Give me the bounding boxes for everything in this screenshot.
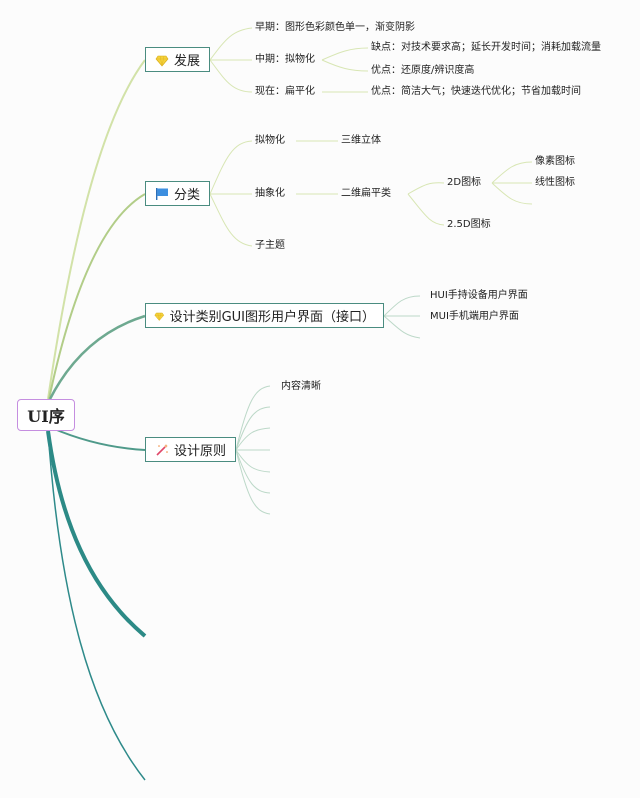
connector-yuanze-5 [235,449,271,473]
topic-xianxing[interactable]: 线性图标 [535,177,575,188]
topic-niwuhua[interactable]: 拟物化 [255,135,285,146]
branch-fazhan-label: 发展 [173,54,200,69]
connector-root-thick [46,430,147,638]
flag-icon [155,187,168,200]
diamond-icon [154,312,165,321]
connector-erwei-2d [407,182,445,195]
connector-yuanze-6 [235,449,271,494]
topic-25d[interactable]: 2.5D图标 [447,219,491,230]
connector-root-yuanze [51,427,146,451]
connector-yuanze-2 [235,406,271,451]
root-label: UI序 [27,407,65,426]
connector-fenlei-niwuhua [209,140,253,195]
connector-yuanze-1 [235,385,271,451]
connector-2d-xiangsu [491,161,533,184]
connector-yuanze-3 [235,427,271,451]
topic-neirong[interactable]: 内容清晰 [281,381,321,392]
connector-fazhan-zaoqi [209,27,253,61]
connector-gui-empty [383,315,421,339]
branch-yuanze[interactable]: 设计原则 [145,437,236,462]
diamond-icon [155,55,169,66]
connector-erwei-25d [407,193,445,226]
topic-erwei[interactable]: 二维扁平类 [341,188,391,199]
connector-root-fenlei [48,193,146,400]
topic-zhongqi[interactable]: 中期：拟物化 [255,54,315,65]
topic-zaoqi[interactable]: 早期：图形色彩颜色单一，渐变阴影 [255,22,415,33]
root-node[interactable]: UI序 [17,399,75,431]
topic-mui[interactable]: MUI手机端用户界面 [430,311,519,322]
topic-zhongqi-quedian[interactable]: 缺点：对技术要求高；延长开发时间；消耗加载流量 [371,42,601,53]
topic-chouxiang[interactable]: 抽象化 [255,188,285,199]
branch-fenlei[interactable]: 分类 [145,181,210,206]
connector-gui-hui [383,295,421,317]
topic-xianzai-youdian[interactable]: 优点：简洁大气；快速迭代优化；节省加载时间 [371,86,581,97]
topic-zizhuti[interactable]: 子主题 [255,240,285,251]
branch-yuanze-label: 设计原则 [173,444,226,459]
connector-zhongqi-youdian [321,59,369,72]
connector-root-long [47,430,146,781]
connector-2d-empty [491,182,533,205]
connector-root-fazhan [47,59,146,400]
branch-gui[interactable]: 设计类别GUI图形用户界面（接口） [145,303,384,328]
topic-xiangsu[interactable]: 像素图标 [535,156,575,167]
branch-gui-label: 设计类别GUI图形用户界面（接口） [169,310,375,325]
topic-sanwei[interactable]: 三维立体 [341,135,381,146]
connector-zhongqi-quedian [321,47,369,61]
connector-fenlei-zizhuti [209,193,253,247]
topic-zhongqi-youdian[interactable]: 优点：还原度/辨识度高 [371,65,475,76]
connector-yuanze-7 [235,449,271,515]
topic-hui[interactable]: HUI手持设备用户界面 [430,290,528,301]
topic-xianzai[interactable]: 现在：扁平化 [255,86,315,97]
magic-wand-icon [156,443,168,456]
topic-2d[interactable]: 2D图标 [447,177,482,188]
connector-fazhan-xianzai [209,59,253,93]
connector-root-gui [48,314,146,400]
branch-fenlei-label: 分类 [173,188,200,203]
branch-fazhan[interactable]: 发展 [145,47,210,72]
